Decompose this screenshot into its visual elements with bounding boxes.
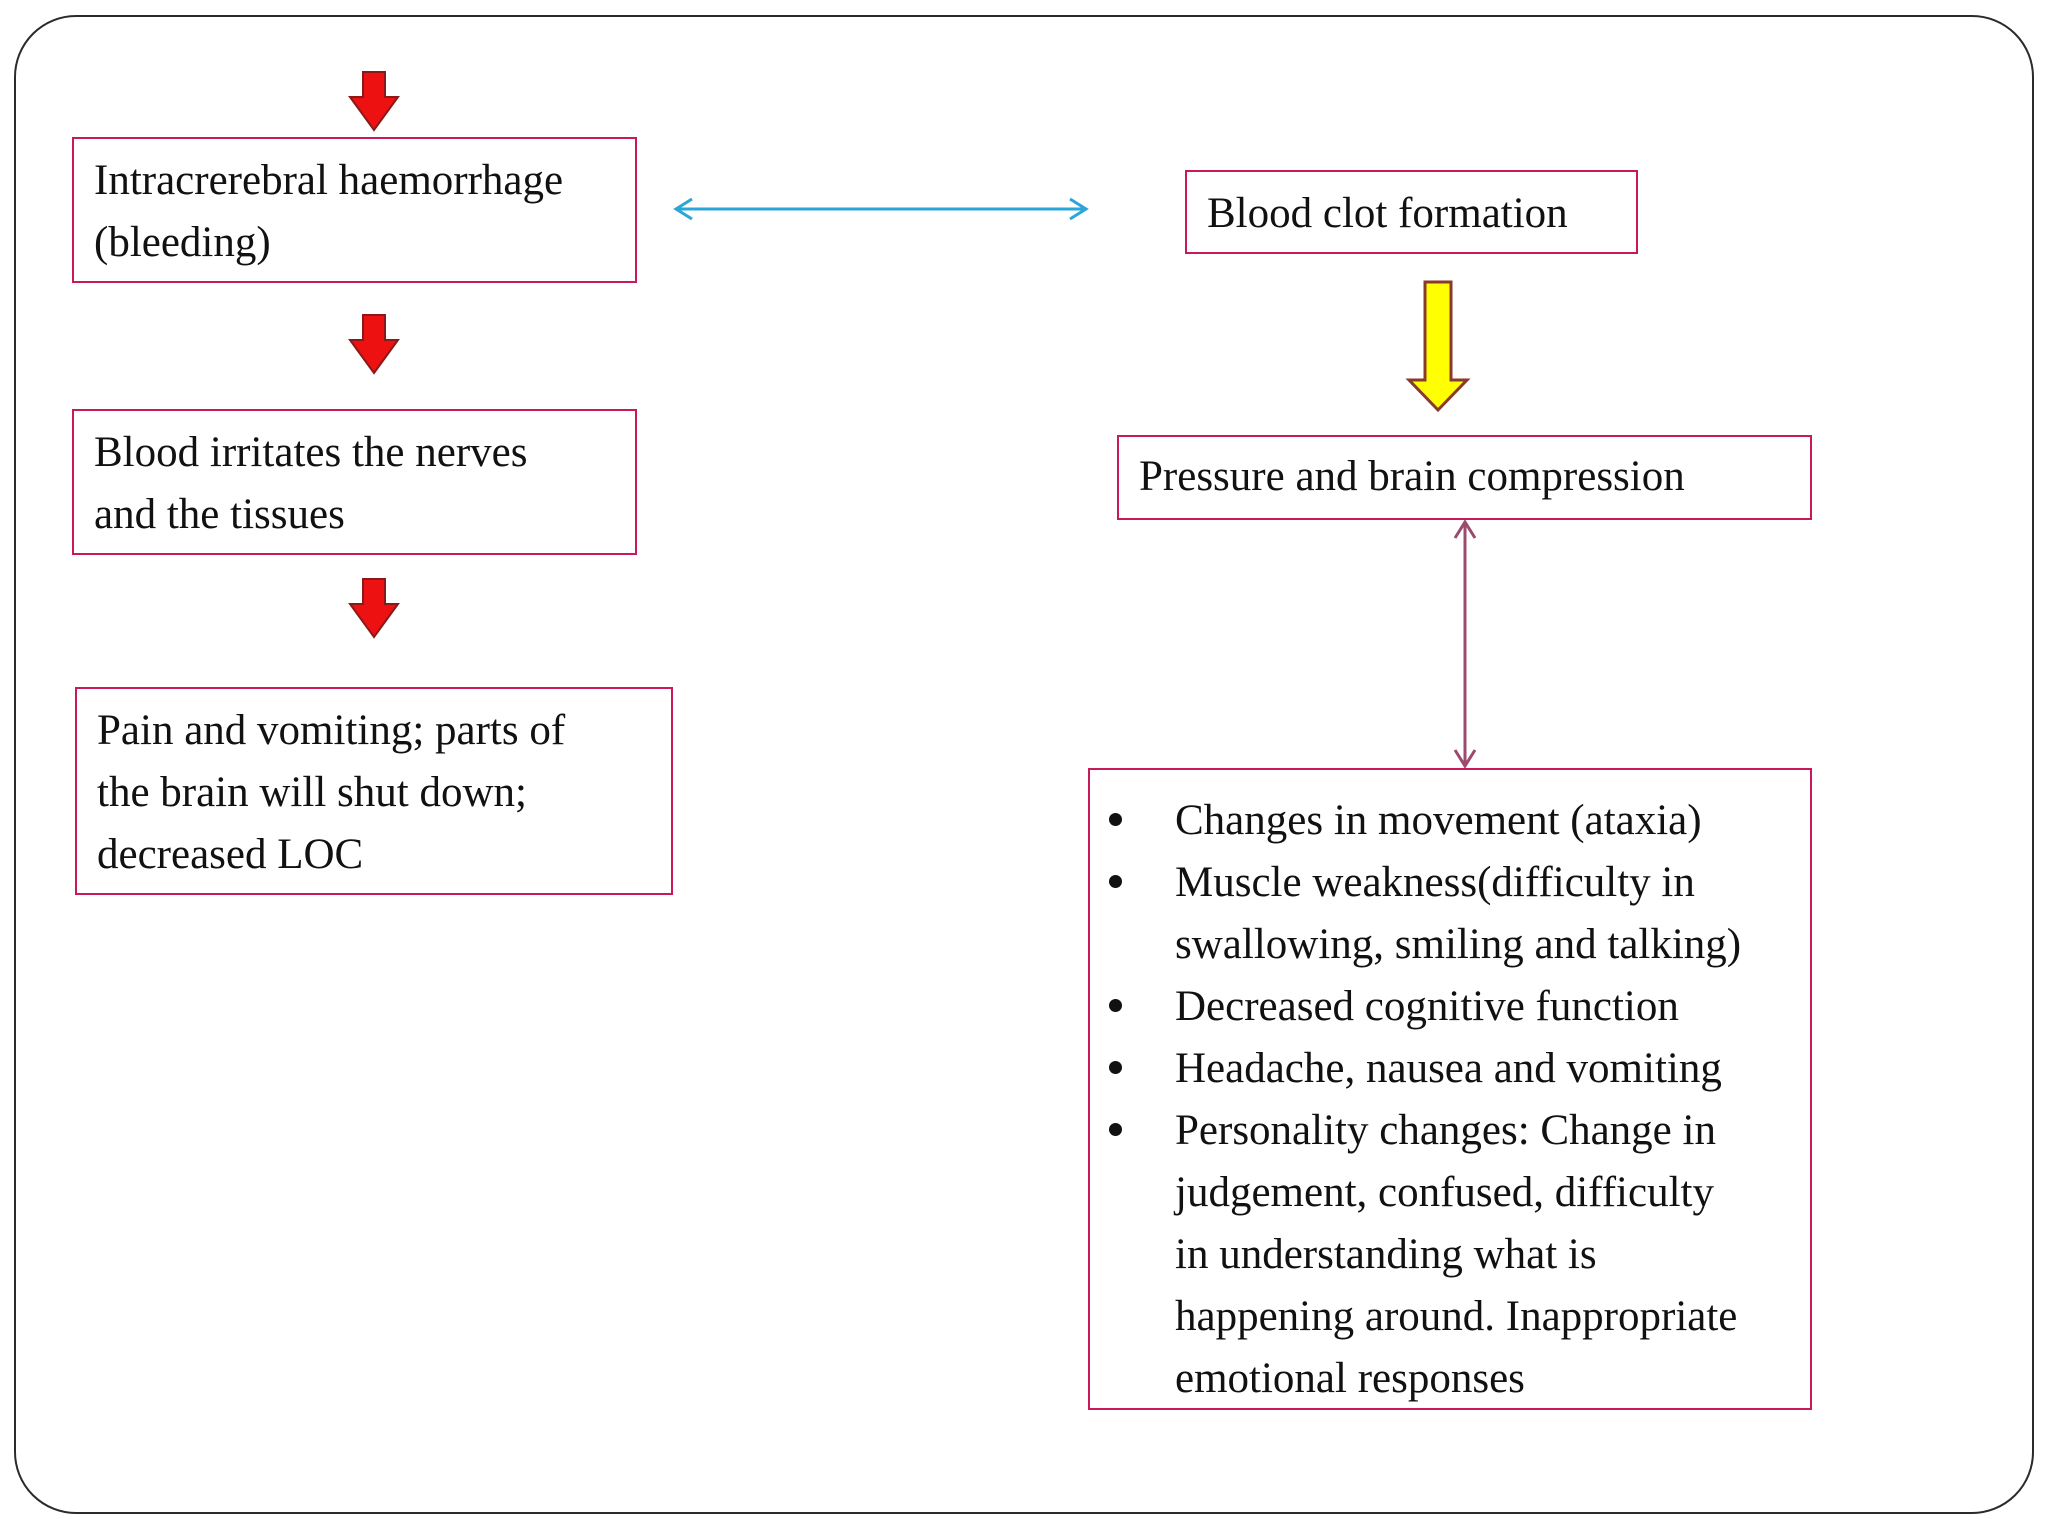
bullet-icon: [1109, 813, 1122, 826]
box-haemorrhage-line-2: (bleeding): [94, 219, 271, 266]
box-pain-vomiting-line-3: decreased LOC: [97, 831, 364, 878]
box-blood-irritates-line-1: Blood irritates the nerves: [94, 429, 528, 476]
box-pressure-compression: Pressure and brain compression: [1117, 435, 1812, 520]
symptom-list: Changes in movement (ataxia) Muscle weak…: [1090, 790, 1810, 1410]
box-blood-clot-text: Blood clot formation: [1207, 190, 1568, 237]
bullet-icon: [1109, 875, 1122, 888]
box-blood-irritates-line-2: and the tissues: [94, 491, 345, 538]
symptom-text: Decreased cognitive function: [1175, 983, 1679, 1030]
box-pain-vomiting-line-2: the brain will shut down;: [97, 769, 527, 816]
box-blood-clot: Blood clot formation: [1185, 170, 1638, 254]
symptom-text: Personality changes: Change in judgement…: [1175, 1107, 1738, 1402]
slide-frame: [14, 15, 2034, 1514]
bullet-icon: [1109, 999, 1122, 1012]
symptom-item: Headache, nausea and vomiting: [1090, 1038, 1810, 1100]
box-pain-vomiting-line-1: Pain and vomiting; parts of: [97, 707, 566, 754]
box-pressure-compression-text: Pressure and brain compression: [1139, 453, 1685, 500]
symptom-text: Changes in movement (ataxia): [1175, 797, 1702, 844]
box-haemorrhage-line-1: Intracrerebral haemorrhage: [94, 157, 564, 204]
symptom-text: Muscle weakness(difficulty in swallowing…: [1175, 859, 1742, 968]
box-symptoms: Changes in movement (ataxia) Muscle weak…: [1088, 768, 1812, 1410]
symptom-item: Decreased cognitive function: [1090, 976, 1810, 1038]
symptom-item: Personality changes: Change in judgement…: [1090, 1100, 1810, 1410]
box-haemorrhage: Intracrerebral haemorrhage (bleeding): [72, 137, 637, 283]
symptom-item: Changes in movement (ataxia): [1090, 790, 1810, 852]
box-blood-irritates: Blood irritates the nerves and the tissu…: [72, 409, 637, 555]
bullet-icon: [1109, 1061, 1122, 1074]
bullet-icon: [1109, 1123, 1122, 1136]
symptom-item: Muscle weakness(difficulty in swallowing…: [1090, 852, 1810, 976]
symptom-text: Headache, nausea and vomiting: [1175, 1045, 1722, 1092]
box-pain-vomiting: Pain and vomiting; parts of the brain wi…: [75, 687, 673, 895]
